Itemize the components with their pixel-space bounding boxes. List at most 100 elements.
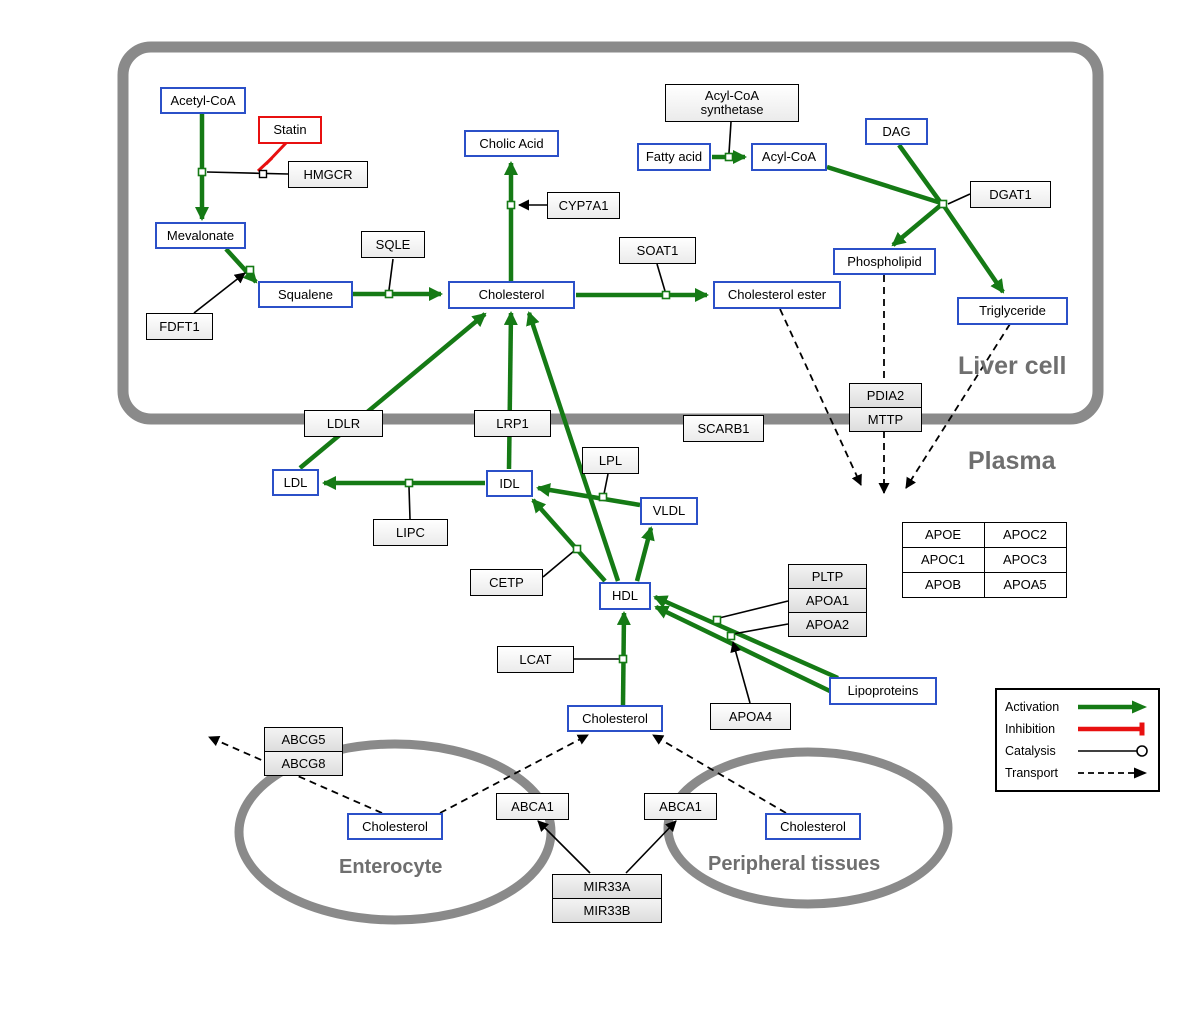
edge-junction-triglyceride [942,204,1005,294]
cat-hmgcr [206,171,289,175]
edge-acylcoa-junction [826,164,942,206]
peripheral-tissues-label: Peripheral tissues [708,853,881,875]
apolipoprotein-table: APOE APOC2 APOC1 APOC3 APOB APOA5 [901,521,1067,598]
node-cholesterol-liver[interactable]: Cholesterol [448,281,575,309]
node-cholesterol-ester[interactable]: Cholesterol ester [713,281,841,309]
node-pdia2[interactable]: PDIA2 [849,383,922,408]
node-ldlr[interactable]: LDLR [304,410,383,437]
inhibition-tbar-icon [1078,722,1145,736]
legend-catalysis-label: Catalysis [1005,744,1056,758]
legend: Activation Inhibition Catalysis Transpor… [995,688,1160,792]
membranes [117,41,1104,925]
edge-hdl-vldl [634,526,655,582]
edge-hdl-cholesterol [526,311,621,582]
node-pltp[interactable]: PLTP [788,564,867,589]
cat-mir33-abca1-right [625,820,677,874]
anchor-points [197,152,948,664]
edge-lipoproteins-hdl-upper [653,594,839,681]
node-abca1-enterocyte[interactable]: ABCA1 [496,793,569,820]
node-idl[interactable]: IDL [486,470,533,497]
cat-soat1 [656,263,666,292]
trans-triglyceride-plasma [905,323,1011,489]
node-soat1[interactable]: SOAT1 [619,237,696,264]
node-cyp7a1[interactable]: CYP7A1 [547,192,620,219]
node-triglyceride[interactable]: Triglyceride [957,297,1068,325]
activation-edges [195,113,1005,706]
catalysis-circle-icon [1078,745,1148,757]
node-dag[interactable]: DAG [865,118,928,145]
node-acyl-coa-synthetase[interactable]: Acyl-CoA synthetase [665,84,799,122]
catalysis-lines [193,121,971,874]
node-mir33b[interactable]: MIR33B [552,898,662,923]
node-cholesterol-peripheral[interactable]: Cholesterol [765,813,861,840]
node-acetyl-coa[interactable]: Acetyl-CoA [160,87,246,114]
edge-hdl-idl [531,498,607,583]
node-acyl-coa[interactable]: Acyl-CoA [751,143,827,171]
legend-transport-row: Transport [1005,763,1150,783]
legend-activation-row: Activation [1005,697,1150,717]
node-dgat1[interactable]: DGAT1 [970,181,1051,208]
legend-catalysis-row: Catalysis [1005,741,1150,761]
trans-cholesterol-abcg58-out [208,735,383,814]
node-cetp[interactable]: CETP [470,569,543,596]
edge-junction-phospholipid [891,203,943,247]
inhibition-statin-tbar [256,156,274,173]
node-mttp[interactable]: MTTP [849,407,922,432]
node-lipoproteins[interactable]: Lipoproteins [829,677,937,705]
node-cholesterol-plasma[interactable]: Cholesterol [567,705,663,732]
acyl-coa-synthetase-line1: Acyl-CoA [704,88,760,104]
node-apoa2[interactable]: APOA2 [788,612,867,637]
node-lipc[interactable]: LIPC [373,519,448,546]
node-sqle[interactable]: SQLE [361,231,425,258]
node-abcg8[interactable]: ABCG8 [264,751,343,776]
node-scarb1[interactable]: SCARB1 [683,415,764,442]
enterocyte-membrane [234,739,556,925]
node-lcat[interactable]: LCAT [497,646,574,673]
node-cholic-acid[interactable]: Cholic Acid [464,130,559,157]
enterocyte-label: Enterocyte [339,856,443,878]
edge-idl-cholesterol [503,311,518,470]
node-fdft1[interactable]: FDFT1 [146,313,213,340]
edge-vldl-idl [536,483,641,508]
cat-mir33-abca1-left [537,820,591,874]
edge-dag-junction [897,143,943,205]
transport-dashed-arrow-icon [1078,767,1147,779]
node-apoe[interactable]: APOE [901,521,985,548]
legend-inhibition-row: Inhibition [1005,719,1150,739]
node-lpl[interactable]: LPL [582,447,639,474]
node-apoc1[interactable]: APOC1 [901,546,985,573]
cat-apoa1 [718,600,789,619]
cat-lpl [603,473,609,495]
node-apoa4[interactable]: APOA4 [710,703,791,730]
cat-apoa4 [730,641,751,704]
legend-transport-label: Transport [1005,766,1059,780]
acyl-coa-synthetase-line2: synthetase [700,102,764,117]
edge-ldl-cholesterol [298,312,487,470]
node-mir33a[interactable]: MIR33A [552,874,662,899]
cat-fdft1 [193,272,246,314]
node-abcg5[interactable]: ABCG5 [264,727,343,752]
node-fatty-acid[interactable]: Fatty acid [637,143,711,171]
cat-dgat1 [947,193,971,205]
node-cholesterol-enterocyte[interactable]: Cholesterol [347,813,443,840]
node-hdl[interactable]: HDL [599,582,651,610]
node-ldl[interactable]: LDL [272,469,319,496]
node-apob[interactable]: APOB [901,571,985,598]
node-apoc2[interactable]: APOC2 [983,521,1067,548]
node-lrp1[interactable]: LRP1 [474,410,551,437]
node-apoa1[interactable]: APOA1 [788,588,867,613]
node-apoc3[interactable]: APOC3 [983,546,1067,573]
node-squalene[interactable]: Squalene [258,281,353,308]
node-hmgcr[interactable]: HMGCR [288,161,368,188]
edge-lipoproteins-hdl-lower [654,604,835,696]
node-vldl[interactable]: VLDL [640,497,698,525]
legend-activation-label: Activation [1005,700,1060,714]
node-phospholipid[interactable]: Phospholipid [833,248,936,275]
node-statin[interactable]: Statin [258,116,322,144]
cat-lipc [408,486,411,520]
node-abca1-peripheral[interactable]: ABCA1 [644,793,717,820]
node-apoa5[interactable]: APOA5 [983,571,1067,598]
node-mevalonate[interactable]: Mevalonate [155,222,246,249]
legend-inhibition-label: Inhibition [1005,722,1056,736]
activation-arrow-icon [1078,700,1147,714]
